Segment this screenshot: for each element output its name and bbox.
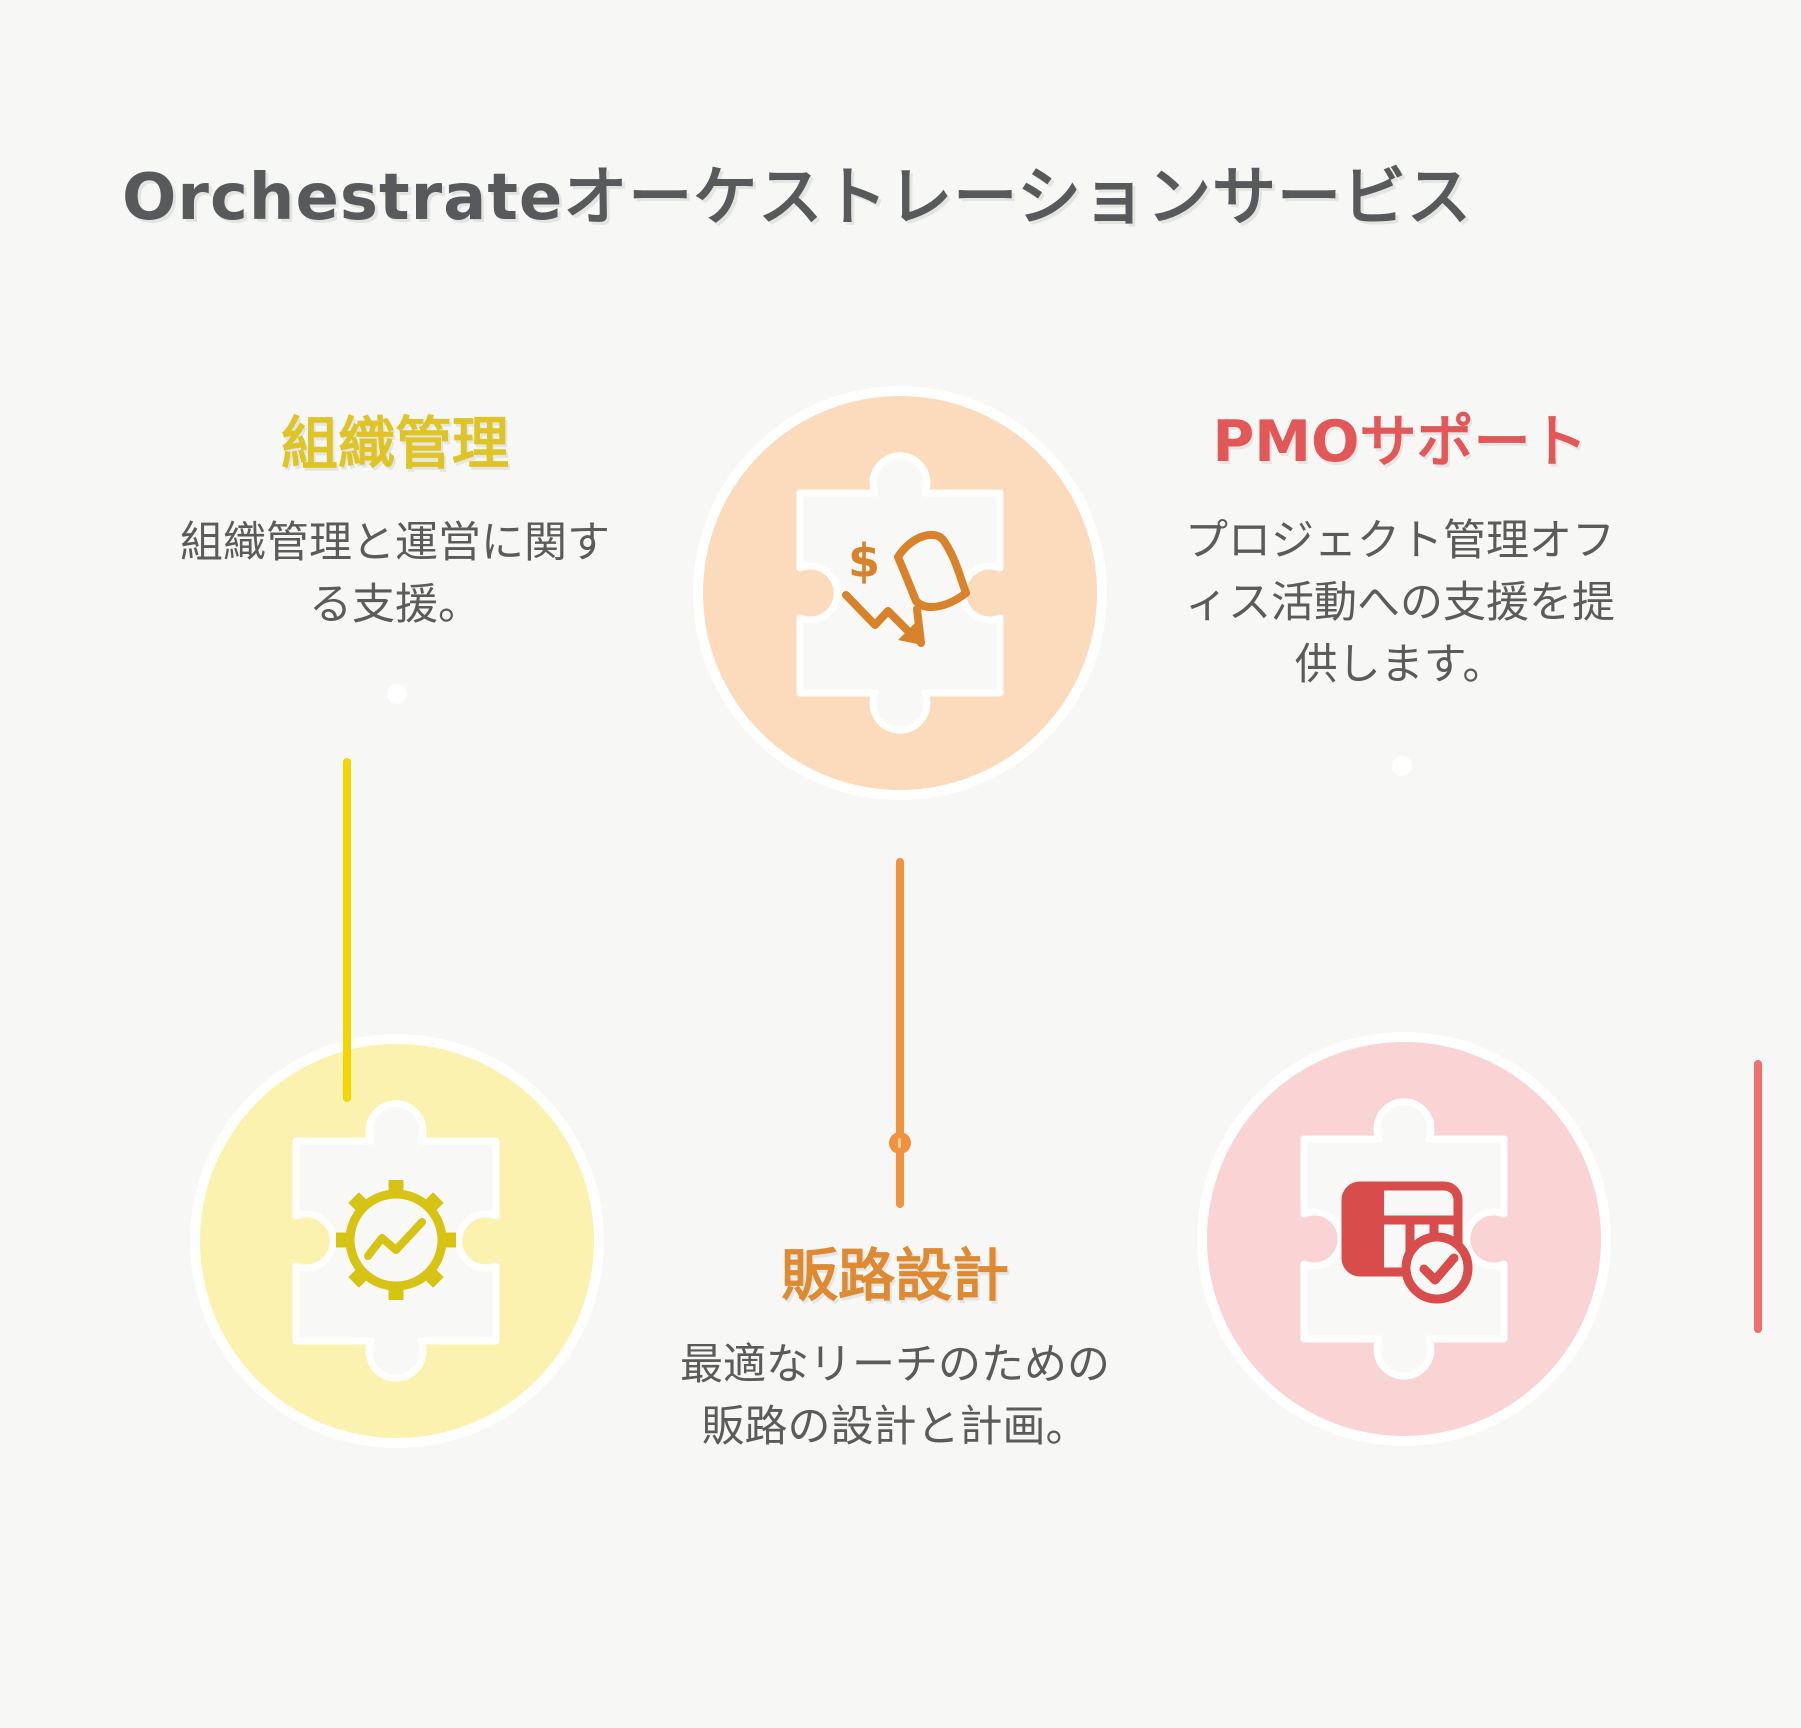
sales-channel-connector-dot (889, 1132, 911, 1154)
organization-heading: 組織管理 (281, 411, 509, 477)
decor-dot (387, 684, 407, 704)
page-title: Orchestrateオーケストレーションサービス (122, 161, 1473, 235)
decor-dot (1392, 756, 1412, 776)
pmo-edge-line (1754, 1060, 1762, 1333)
table-check-icon (1324, 1158, 1484, 1318)
organization-description: 組織管理と運営に関す る支援。 (180, 518, 610, 630)
sales-channel-description: 最適なリーチのための 販路の設計と計画。 (680, 1340, 1110, 1452)
sales-channel-heading: 販路設計 (781, 1243, 1009, 1309)
pmo-heading: PMOサポート (1212, 409, 1588, 475)
dollar-flag-arrow-icon: $ (822, 513, 982, 673)
sales-channel-connector-line (896, 858, 904, 1208)
gear-trend-icon (316, 1160, 476, 1320)
organization-connector-line (343, 758, 351, 1102)
pmo-description: プロジェクト管理オフ ィス活動への支援を提 供します。 (1185, 516, 1615, 690)
svg-text:$: $ (848, 534, 880, 588)
